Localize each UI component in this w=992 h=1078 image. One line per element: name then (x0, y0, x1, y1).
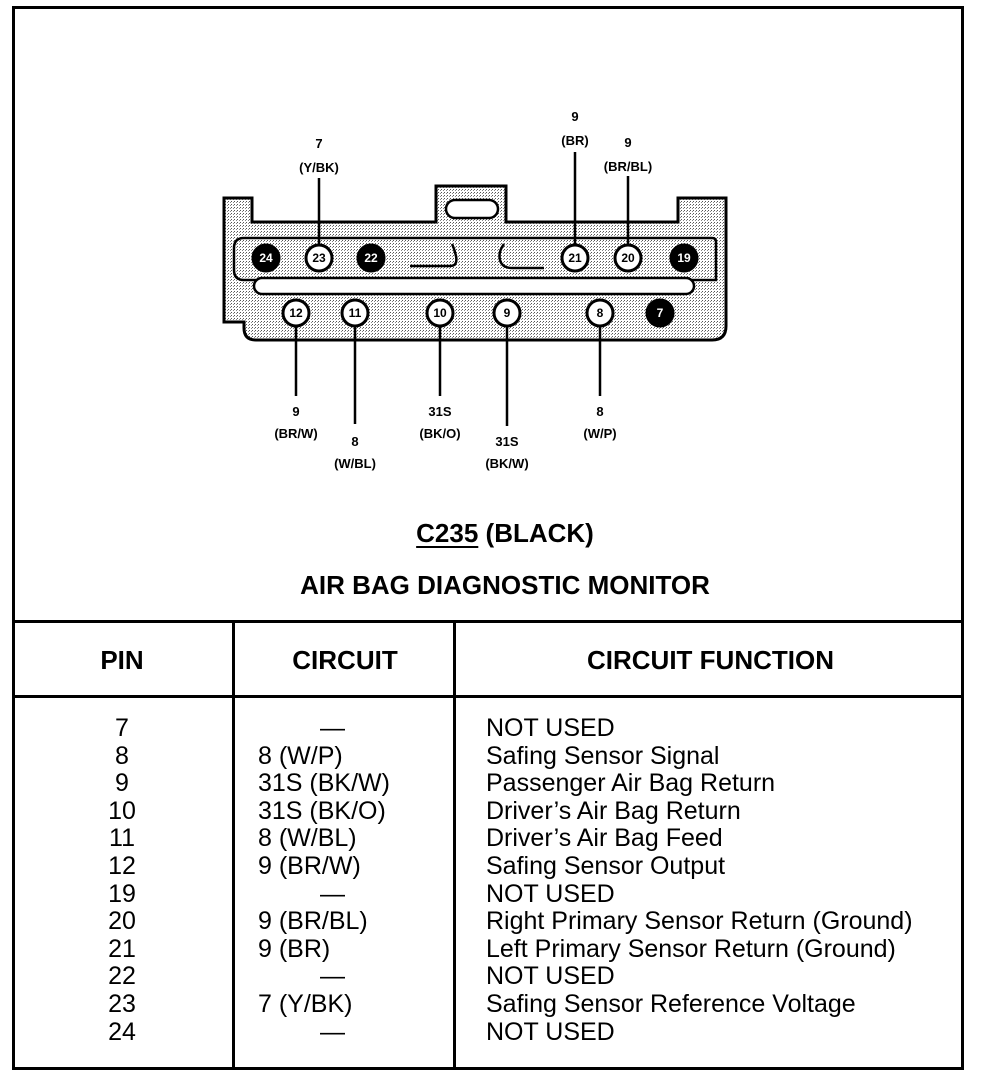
wire-color-label-12: (BR/W) (274, 426, 317, 441)
wire-circuit-label-21: 9 (571, 109, 578, 124)
pin-number-22: 22 (364, 251, 378, 265)
wire-circuit-label-9: 31S (495, 434, 518, 449)
row-circuit-24: — (320, 1017, 345, 1046)
wire-color-label-8: (W/P) (583, 426, 616, 441)
row-function-8: Safing Sensor Signal (486, 741, 720, 770)
pin-20 (613, 243, 643, 273)
pin-19 (669, 243, 699, 273)
circuit-column: —8 (W/P)31S (BK/W)31S (BK/O)8 (W/BL)9 (B… (258, 714, 458, 1046)
connector-id: C235 (416, 518, 479, 548)
row-circuit-8: 8 (W/P) (258, 741, 343, 770)
diagram-frame (12, 6, 964, 1070)
connector-diagram: 24 23 22 21 20 19 12 11 10 9 8 7 7 (Y/BK) 9 (BR) 9 (BR/B… (222, 109, 728, 471)
wire-color-label-21: (BR) (561, 133, 588, 148)
pin-number-7: 7 (657, 306, 664, 320)
row-circuit-22: — (320, 962, 345, 991)
wire-color-label-9: (BK/W) (485, 456, 528, 471)
row-circuit-23: 7 (Y/BK) (258, 989, 353, 1018)
row-function-10: Driver’s Air Bag Return (486, 796, 741, 825)
row-circuit-7: — (320, 714, 345, 742)
pin-24 (251, 243, 281, 273)
pin-number-21: 21 (568, 251, 582, 265)
pin-number-9: 9 (504, 306, 511, 320)
row-function-22: NOT USED (486, 962, 615, 991)
connector-color: (BLACK) (485, 518, 594, 548)
row-pin-22: 22 (108, 962, 136, 991)
row-pin-10: 10 (108, 796, 136, 825)
row-circuit-21: 9 (BR) (258, 934, 331, 963)
pin-number-8: 8 (597, 306, 604, 320)
wire-color-label-10: (BK/O) (419, 426, 460, 441)
wire-color-label-20: (BR/BL) (604, 159, 652, 174)
pin-10 (425, 298, 455, 328)
pin-22 (356, 243, 386, 273)
table-divider-1 (232, 623, 235, 1070)
pin-number-10: 10 (433, 306, 447, 320)
wire-color-label-11: (W/BL) (334, 456, 376, 471)
row-function-24: NOT USED (486, 1017, 615, 1046)
connector-name: AIR BAG DIAGNOSTIC MONITOR (300, 570, 710, 600)
pin-21 (560, 243, 590, 273)
latch-slot (444, 198, 500, 220)
wire-circuit-label-10: 31S (428, 404, 451, 419)
row-pin-9: 9 (115, 769, 129, 798)
pin-number-11: 11 (349, 306, 362, 320)
row-circuit-20: 9 (BR/BL) (258, 907, 368, 936)
pin-8 (585, 298, 615, 328)
table-header-divider (12, 695, 964, 698)
row-function-7: NOT USED (486, 714, 615, 742)
header-pin: PIN (100, 645, 144, 675)
row-circuit-9: 31S (BK/W) (258, 769, 390, 798)
inner-cavity (232, 236, 718, 282)
pin-11 (340, 298, 370, 328)
row-function-12: Safing Sensor Output (486, 851, 726, 880)
pin-number-20: 20 (621, 251, 635, 265)
wire-circuit-label-23: 7 (315, 136, 322, 151)
pin-12 (281, 298, 311, 328)
row-pin-19: 19 (108, 879, 136, 908)
connector-title: C235 (BLACK) (0, 518, 992, 549)
row-function-9: Passenger Air Bag Return (486, 769, 776, 798)
row-circuit-10: 31S (BK/O) (258, 796, 386, 825)
row-pin-11: 11 (109, 824, 135, 853)
row-pin-24: 24 (108, 1017, 136, 1046)
pin-7 (645, 298, 675, 328)
table-divider-2 (453, 623, 456, 1070)
pin-number-12: 12 (289, 306, 303, 320)
row-function-20: Right Primary Sensor Return (Ground) (486, 907, 913, 936)
row-function-11: Driver’s Air Bag Feed (486, 824, 723, 853)
row-pin-8: 8 (115, 741, 129, 770)
wire-circuit-label-12: 9 (292, 404, 299, 419)
pin-number-24: 24 (259, 251, 273, 265)
header-circuit: CIRCUIT (292, 645, 398, 675)
row-pin-20: 20 (108, 907, 136, 936)
header-circuit-function: CIRCUIT FUNCTION (587, 645, 834, 675)
wire-circuit-label-20: 9 (624, 135, 631, 150)
pin-23 (304, 243, 334, 273)
row-function-23: Safing Sensor Reference Voltage (486, 989, 856, 1018)
pin-number-19: 19 (677, 251, 691, 265)
pin-9 (492, 298, 522, 328)
row-function-19: NOT USED (486, 879, 615, 908)
row-circuit-11: 8 (W/BL) (258, 824, 357, 853)
key-rib-right (498, 243, 544, 270)
wire-circuit-label-11: 8 (351, 434, 358, 449)
row-circuit-19: — (320, 879, 345, 908)
row-pin-7: 7 (115, 714, 129, 742)
key-rib-left (410, 243, 458, 268)
inner-bar (252, 276, 696, 296)
wire-color-label-23: (Y/BK) (299, 160, 339, 175)
row-pin-23: 23 (108, 989, 136, 1018)
pin-number-23: 23 (312, 251, 326, 265)
row-pin-12: 12 (108, 851, 136, 880)
wire-circuit-label-8: 8 (596, 404, 603, 419)
row-function-21: Left Primary Sensor Return (Ground) (486, 934, 896, 963)
row-pin-21: 21 (108, 934, 136, 963)
row-circuit-12: 9 (BR/W) (258, 851, 361, 880)
